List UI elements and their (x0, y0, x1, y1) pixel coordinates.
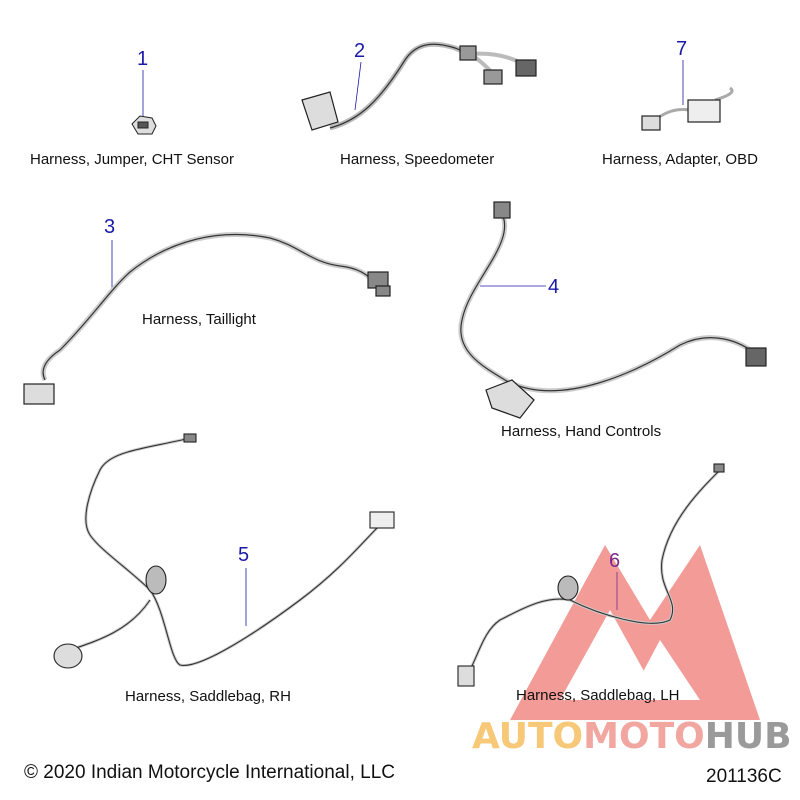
part-7-drawing (641, 60, 734, 131)
callout-number-4: 4 (548, 276, 560, 298)
watermark-text-hub: HUB (704, 716, 792, 757)
callout-number-5: 5 (238, 544, 250, 566)
diagram-id: 201136C (706, 766, 782, 787)
callout-number-2: 2 (354, 40, 366, 62)
callout-number-6: 6 (609, 550, 621, 572)
part-5-drawing (53, 433, 395, 669)
part-label-4: Harness, Hand Controls (501, 423, 662, 440)
watermark-text-moto: MOTO (583, 716, 705, 757)
callout-number-1: 1 (137, 48, 149, 70)
part-1-drawing (131, 70, 157, 135)
part-label-1: Harness, Jumper, CHT Sensor (30, 151, 234, 168)
part-label-6: Harness, Saddlebag, LH (516, 687, 680, 704)
callout-number-3: 3 (104, 216, 116, 238)
part-3-drawing (23, 232, 391, 405)
part-6-drawing (457, 463, 725, 687)
part-label-2: Harness, Speedometer (340, 151, 495, 168)
part-label-7: Harness, Adapter, OBD (602, 151, 758, 168)
watermark-logo (510, 545, 760, 720)
part-label-3: Harness, Taillight (142, 311, 256, 328)
part-label-5: Harness, Saddlebag, RH (125, 688, 291, 705)
callout-number-7: 7 (676, 38, 688, 60)
copyright-text: © 2020 Indian Motorcycle International, … (24, 762, 395, 783)
watermark-text: AUTOMOTOHUB (472, 716, 792, 757)
watermark-text-auto: AUTO (472, 716, 584, 757)
part-2-drawing (301, 41, 537, 131)
part-4-drawing (458, 201, 767, 419)
